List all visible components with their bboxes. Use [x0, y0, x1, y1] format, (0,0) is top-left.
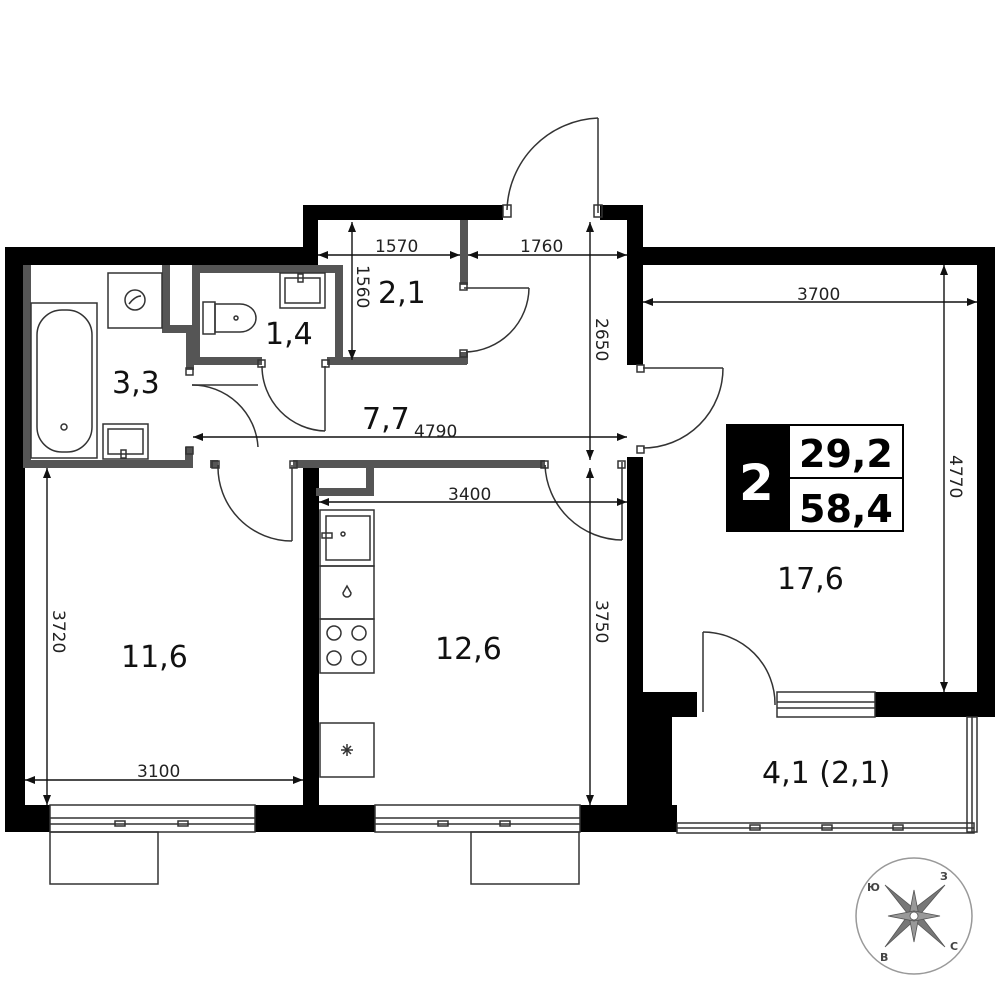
- balcony-glazing: [676, 716, 978, 834]
- living-area-value: 29,2: [799, 432, 893, 476]
- room-count: 2: [739, 454, 774, 512]
- room-area-bathroom: 3,3: [112, 366, 160, 401]
- room-area-storage: 2,1: [378, 276, 426, 311]
- door-kitchen: [540, 460, 626, 541]
- dim-1570: 1570: [375, 237, 418, 257]
- toilet: [202, 301, 257, 335]
- room-area-wc: 1,4: [265, 317, 313, 352]
- area-badge: 2 29,2 58,4: [726, 424, 904, 532]
- door-living: [636, 364, 724, 454]
- washing-machine: [107, 272, 163, 329]
- door-bathroom: [185, 367, 259, 455]
- dim-4770: 4770: [945, 455, 965, 498]
- dim-3700: 3700: [797, 285, 840, 305]
- bath-sink: [102, 423, 149, 460]
- compass-label-east: З: [940, 870, 948, 883]
- fridge: [319, 722, 375, 778]
- compass-rose-icon: [884, 884, 946, 948]
- dim-3750: 3750: [591, 600, 611, 643]
- door-storage: [459, 282, 530, 358]
- window-kitchen: [374, 804, 581, 885]
- dim-1560: 1560: [352, 265, 372, 308]
- door-entrance: [502, 117, 603, 218]
- compass-label-west: В: [880, 951, 888, 964]
- partitions: [23, 220, 545, 496]
- doors: [185, 117, 776, 712]
- fixtures: [30, 272, 375, 778]
- dim-3100: 3100: [137, 762, 180, 782]
- dim-2650: 2650: [591, 318, 611, 361]
- compass-label-south: С: [950, 940, 958, 953]
- compass: Ю З С В: [855, 857, 973, 975]
- dimension-lines: [25, 222, 977, 805]
- door-bedroom: [211, 460, 298, 542]
- door-wc: [257, 359, 330, 432]
- room-labels: 7,7 2,1 1,4 3,3 11,6 12,6 17,6 4,1 (2,1): [112, 276, 890, 791]
- stove: [319, 618, 375, 674]
- window-living: [776, 691, 876, 718]
- door-balcony: [702, 631, 776, 712]
- total-area-value: 58,4: [799, 487, 893, 531]
- dim-4790: 4790: [414, 422, 457, 442]
- kitchen-counter: [319, 565, 375, 620]
- window-bedroom: [49, 804, 256, 885]
- room-area-bedroom: 11,6: [121, 640, 188, 675]
- room-area-living: 17,6: [777, 562, 844, 597]
- wc-sink: [279, 272, 326, 309]
- room-area-corridor: 7,7: [362, 402, 410, 437]
- windows: [49, 691, 978, 885]
- dim-3720: 3720: [48, 610, 68, 653]
- dim-1760: 1760: [520, 237, 563, 257]
- compass-label-north: Ю: [867, 881, 880, 894]
- dim-3400: 3400: [448, 485, 491, 505]
- dimension-labels: 1570 1760 1560 2650 3700 4770 4790 3400 …: [48, 237, 965, 782]
- kitchen-sink: [319, 509, 375, 567]
- exterior-walls: [5, 205, 995, 832]
- room-area-balcony: 4,1 (2,1): [762, 756, 890, 791]
- room-area-kitchen: 12,6: [435, 632, 502, 667]
- bathtub: [30, 302, 98, 459]
